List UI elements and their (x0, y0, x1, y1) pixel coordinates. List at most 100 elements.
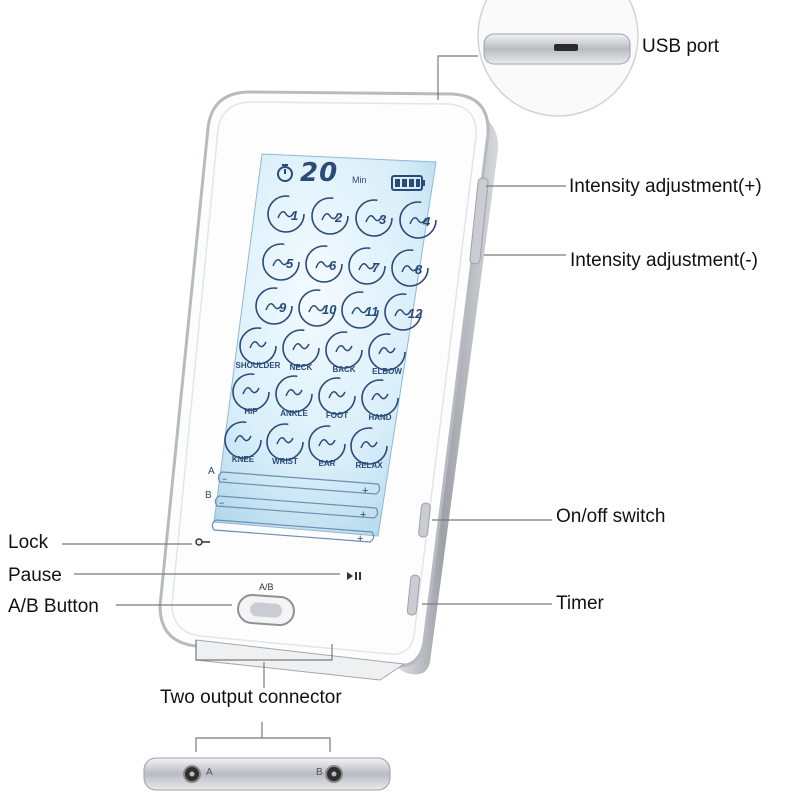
icon-ring (266, 423, 304, 461)
massage-figure-icon (272, 259, 290, 267)
body-part-knee[interactable]: KNEE (224, 421, 262, 464)
program-6[interactable]: 6 (305, 245, 343, 283)
massage-figure-icon (321, 213, 339, 221)
body-part-label: FOOT (326, 411, 348, 420)
icon-ring (282, 329, 320, 367)
minus-b: − (219, 498, 224, 508)
body-part-label: HIP (244, 407, 258, 416)
icon-ring (355, 199, 393, 237)
ab-button[interactable] (237, 594, 295, 626)
icon-ring (275, 375, 313, 413)
program-number: 8 (415, 262, 423, 277)
program-4[interactable]: 4 (399, 201, 437, 239)
massage-figure-icon (378, 347, 396, 355)
massage-figure-icon (308, 305, 326, 313)
lcd-screen (213, 153, 437, 537)
icon-ring (391, 249, 429, 287)
channel-b-label: B (205, 490, 212, 501)
minus-a: − (222, 474, 227, 484)
massage-figure-icon (277, 211, 295, 219)
ab-button-label: A/B (259, 582, 274, 592)
program-12[interactable]: 12 (384, 293, 423, 331)
body-part-label: BACK (332, 365, 355, 374)
body-part-hip[interactable]: HIP (232, 373, 270, 416)
body-part-ear[interactable]: EAR (308, 425, 346, 468)
icon-ring (399, 201, 437, 239)
label-pause: Pause (8, 565, 62, 586)
program-1[interactable]: 1 (267, 195, 305, 233)
massage-figure-icon (328, 391, 346, 399)
program-number: 5 (286, 256, 294, 271)
icon-ring (361, 379, 399, 417)
label-lock: Lock (8, 532, 49, 553)
massage-figure-icon (394, 309, 412, 317)
connector-strip (143, 757, 391, 791)
usb-port-icon (554, 44, 578, 51)
massage-figure-icon (335, 345, 353, 353)
body-part-label: KNEE (232, 455, 255, 464)
massage-figure-icon (401, 265, 419, 273)
plus-c: + (357, 533, 363, 545)
timer-value: 20 (300, 158, 339, 188)
label-timer: Timer (556, 593, 604, 614)
icon-ring (239, 327, 277, 365)
plus-b: + (360, 509, 366, 521)
program-number: 12 (408, 306, 423, 321)
body-part-shoulder[interactable]: SHOULDER (236, 327, 281, 370)
program-number: 11 (365, 304, 379, 319)
channel-bars: − + − + + (211, 471, 381, 545)
program-number: 6 (329, 258, 337, 273)
body-part-ankle[interactable]: ANKLE (275, 375, 313, 418)
program-number: 9 (279, 300, 287, 315)
program-3[interactable]: 3 (355, 199, 393, 237)
usb-zoom-circle (477, 0, 639, 117)
massage-figure-icon (360, 441, 378, 449)
body-part-label: HAND (368, 413, 391, 422)
body-part-label: SHOULDER (236, 361, 281, 370)
body-part-relax[interactable]: RELAX (350, 427, 388, 470)
body-part-foot[interactable]: FOOT (318, 377, 356, 420)
program-number: 4 (422, 214, 431, 229)
connector-a-label: A (206, 767, 213, 778)
massage-figure-icon (265, 303, 283, 311)
icon-ring (368, 333, 406, 371)
label-intensity-minus: Intensity adjustment(-) (570, 250, 758, 271)
massage-figure-icon (276, 437, 294, 445)
program-8[interactable]: 8 (391, 249, 429, 287)
program-7[interactable]: 7 (348, 247, 386, 285)
icon-ring (348, 247, 386, 285)
plus-a: + (362, 485, 368, 497)
body-part-label: RELAX (355, 461, 383, 470)
massage-figure-icon (315, 261, 333, 269)
massage-figure-icon (292, 343, 310, 351)
massage-figure-icon (358, 263, 376, 271)
body-part-elbow[interactable]: ELBOW (368, 333, 406, 376)
program-number: 3 (379, 212, 387, 227)
label-usb-port: USB port (642, 36, 720, 57)
icon-ring (384, 293, 422, 331)
body-part-label: ELBOW (372, 367, 402, 376)
program-11[interactable]: 11 (341, 291, 379, 329)
massage-figure-icon (409, 217, 427, 225)
program-2[interactable]: 2 (311, 197, 349, 235)
massage-figure-icon (371, 393, 389, 401)
body-part-label: NECK (290, 363, 313, 372)
label-intensity-plus: Intensity adjustment(+) (569, 176, 762, 197)
body-part-neck[interactable]: NECK (282, 329, 320, 372)
program-5[interactable]: 5 (262, 243, 300, 281)
icon-ring (305, 245, 343, 283)
lock-glyph (195, 538, 210, 546)
program-10[interactable]: 10 (298, 289, 337, 327)
callout-lines (62, 55, 566, 752)
body-part-hand[interactable]: HAND (361, 379, 399, 422)
label-onoff-switch: On/off switch (556, 506, 666, 527)
program-number: 7 (372, 260, 380, 275)
body-part-back[interactable]: BACK (325, 331, 363, 374)
body-part-wrist[interactable]: WRIST (266, 423, 304, 466)
icon-ring (262, 243, 300, 281)
program-9[interactable]: 9 (255, 287, 293, 325)
massage-figure-icon (242, 387, 260, 395)
program-number: 1 (291, 208, 298, 223)
